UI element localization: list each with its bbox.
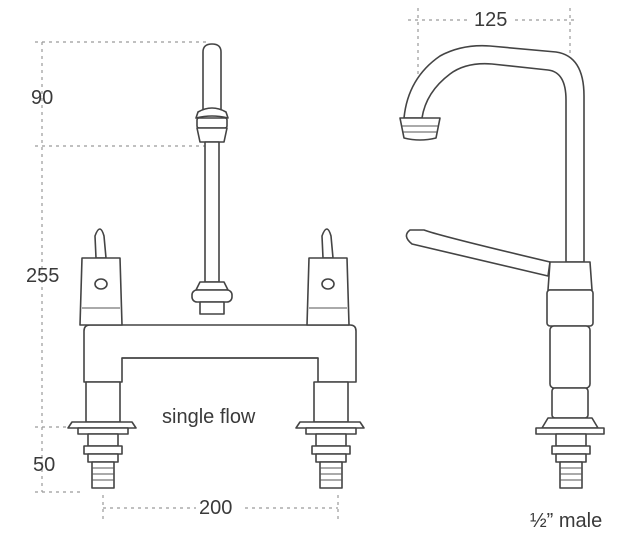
flow-type-label: single flow [162, 406, 256, 428]
dimension-label-thread-length: 50 [33, 454, 56, 476]
connection-label: ½” male [530, 510, 603, 532]
front-view-tap [67, 43, 365, 489]
dimension-label-spout-height: 90 [31, 87, 54, 109]
dimension-label-body-height: 255 [26, 265, 60, 287]
dimension-lines [35, 8, 576, 520]
side-view-tap [399, 44, 605, 489]
dimension-label-tap-centres: 200 [199, 497, 233, 519]
dimension-label-spout-reach: 125 [474, 9, 508, 31]
